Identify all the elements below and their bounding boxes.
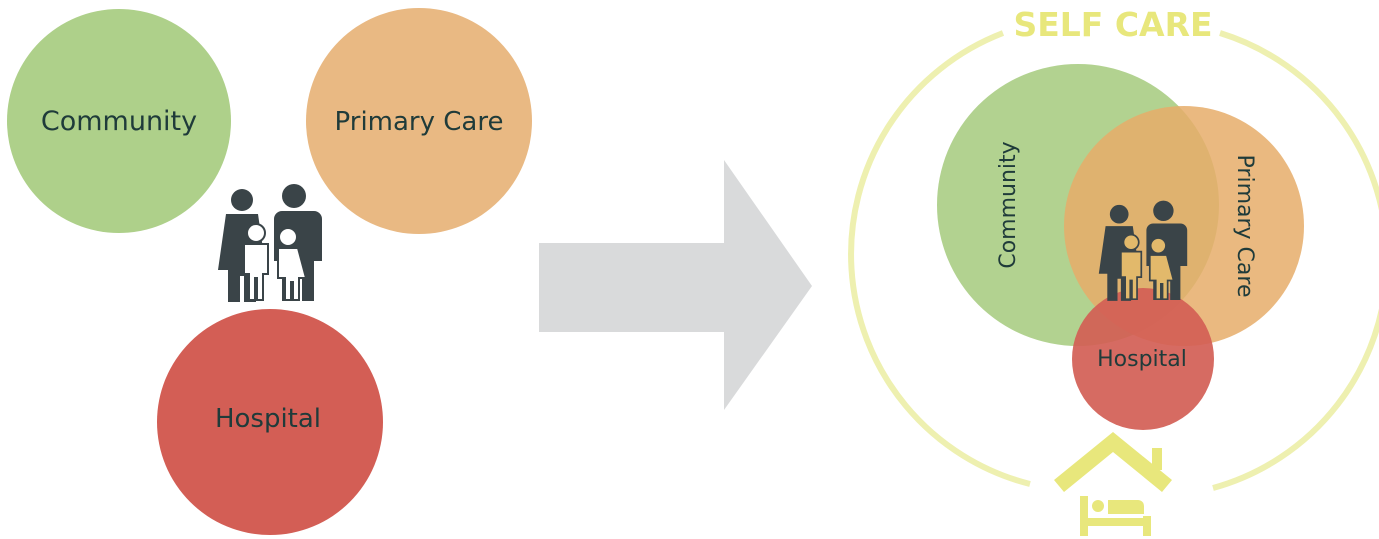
community-label-vertical: Community bbox=[996, 141, 1021, 268]
family-icon-center bbox=[1098, 200, 1188, 301]
left-diagram: Community Primary Care Hospital bbox=[7, 8, 532, 535]
family-icon bbox=[218, 184, 322, 302]
hospital-circle bbox=[157, 309, 383, 535]
community-label: Community bbox=[41, 106, 197, 137]
primary-care-label: Primary Care bbox=[335, 107, 504, 137]
right-arrow-icon bbox=[539, 160, 812, 410]
primary-care-label-vertical: Primary Care bbox=[1232, 155, 1257, 298]
self-care-ring bbox=[848, 30, 1031, 487]
right-diagram: SELF CARE Community Primary Care Hospita… bbox=[848, 5, 1379, 536]
self-care-label: SELF CARE bbox=[1013, 5, 1212, 44]
bed-patient-icon bbox=[1080, 496, 1151, 536]
primary-care-circle bbox=[306, 8, 532, 234]
hospital-label-small: Hospital bbox=[1097, 347, 1187, 372]
community-circle bbox=[7, 9, 231, 233]
hospital-label: Hospital bbox=[215, 404, 321, 434]
house-icon bbox=[1054, 432, 1172, 492]
hospital-circle-overlap bbox=[1072, 288, 1214, 430]
